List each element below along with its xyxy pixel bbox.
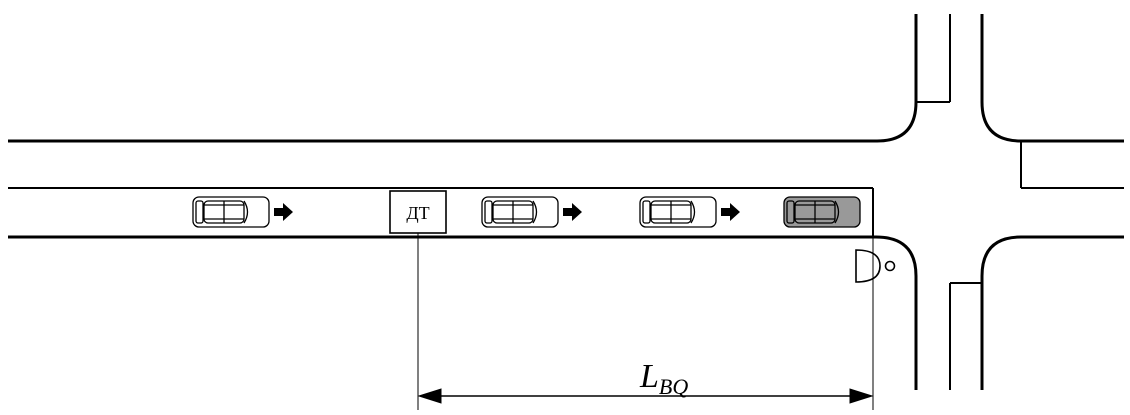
stopped-car [783, 196, 861, 228]
car-windshield [834, 200, 840, 224]
signal-lamp [884, 260, 896, 272]
detector: ДТ [389, 190, 447, 234]
car-windshield [243, 200, 249, 224]
car-icon [783, 196, 861, 228]
car-icon [192, 196, 270, 228]
detector-box [389, 190, 447, 234]
car-icon [639, 196, 717, 228]
direction-arrow-icon [721, 203, 740, 221]
car-rear [195, 200, 204, 224]
car-icon [481, 196, 559, 228]
moving-car [639, 196, 740, 228]
dimension-arrow-right [849, 388, 874, 404]
moving-car [192, 196, 293, 228]
detector-label: ДТ [406, 203, 429, 223]
car-rear [642, 200, 651, 224]
direction-arrow-icon [274, 203, 293, 221]
cross-road-upper-right-edge [980, 14, 1124, 143]
cross-road-lower-left-edge [875, 235, 918, 390]
dimension-label: LBQ [639, 358, 688, 399]
signal-head [855, 249, 881, 283]
dimension-annotation: LBQ [417, 233, 874, 410]
traffic-signal-icon [855, 249, 896, 283]
dimension-symbol: L [639, 358, 659, 395]
dimension-subscript: BQ [659, 374, 688, 399]
direction-arrow-icon [563, 203, 582, 221]
car-rear [786, 200, 795, 224]
cross-road-lower-right-edge [980, 235, 1124, 390]
lane-markings [8, 14, 1124, 390]
vehicle-layer [192, 196, 861, 228]
main-road-upper-edge [8, 14, 918, 143]
car-windshield [532, 200, 538, 224]
car-rear [484, 200, 493, 224]
car-windshield [690, 200, 696, 224]
dimension-arrow-left [417, 388, 442, 404]
road-edges [8, 14, 1124, 390]
moving-car [481, 196, 582, 228]
